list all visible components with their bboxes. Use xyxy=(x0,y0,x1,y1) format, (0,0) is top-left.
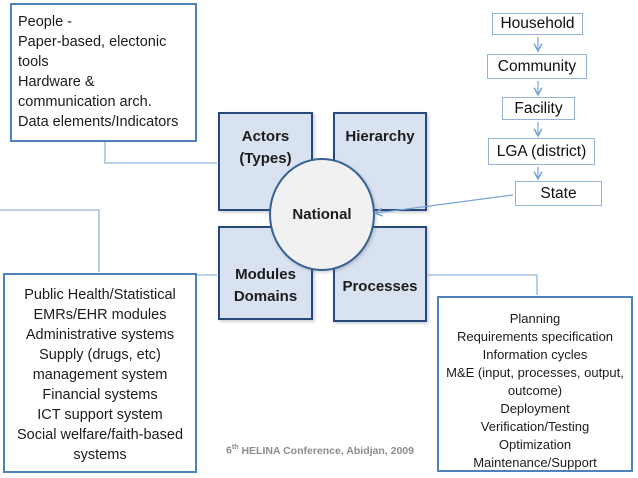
hierarchy-label-state: State xyxy=(540,184,577,202)
modules-list-line: Social welfare/faith-based xyxy=(16,427,184,443)
people-tools-box: People - Paper-based, electonic tools Ha… xyxy=(10,3,197,142)
quadrant-hierarchy-label: Hierarchy xyxy=(345,128,415,145)
modules-list-line: systems xyxy=(73,447,127,463)
modules-list-line: Administrative systems xyxy=(25,327,175,343)
connector-processes-to-processes-list xyxy=(428,274,538,295)
national-label: National xyxy=(292,206,352,223)
hierarchy-box-lga-district: LGA (district) xyxy=(488,138,595,165)
hierarchy-box-household: Household xyxy=(492,13,583,35)
hierarchy-box-state: State xyxy=(515,181,602,206)
national-circle: National xyxy=(269,158,375,271)
connector-edge-to-modules-list xyxy=(0,209,100,272)
quadrant-modules-label-line2: Domains xyxy=(233,288,298,305)
modules-list-box: Public Health/Statistical EMRs/EHR modul… xyxy=(3,273,197,473)
people-box-line: Paper-based, electonic xyxy=(18,34,167,50)
modules-list-line: Supply (drugs, etc) xyxy=(39,347,161,363)
processes-list-box: Planning Requirements specification Info… xyxy=(437,296,633,472)
modules-list-line: Public Health/Statistical xyxy=(24,287,176,303)
connector-people-to-actors xyxy=(104,142,217,164)
modules-list-line: ICT support system xyxy=(37,407,163,423)
quadrant-modules-label-line1: Modules xyxy=(235,266,296,283)
modules-list-line: Financial systems xyxy=(42,387,158,403)
processes-list-line: Maintenance/Support xyxy=(473,455,597,470)
hierarchy-label-community: Community xyxy=(497,57,577,75)
quadrant-modules-domains: Modules Domains xyxy=(218,226,313,320)
processes-list-line: Optimization xyxy=(498,437,572,452)
hierarchy-label-facility: Facility xyxy=(514,99,563,117)
processes-list-line: outcome) xyxy=(507,383,563,398)
people-box-line: tools xyxy=(18,54,49,70)
quadrant-actors-types: Actors (Types) xyxy=(218,112,313,211)
hierarchy-box-community: Community xyxy=(487,54,587,79)
hierarchy-box-facility: Facility xyxy=(502,97,575,120)
modules-list-line: management system xyxy=(32,367,168,383)
processes-list-line: M&E (input, processes, output, xyxy=(446,365,624,380)
footer-superscript: th xyxy=(231,444,239,451)
quadrant-actors-label-line1: Actors xyxy=(241,128,290,145)
processes-list-line: Deployment xyxy=(500,401,570,416)
processes-list-line: Requirements specification xyxy=(456,329,614,344)
people-box-line: communication arch. xyxy=(18,94,152,110)
people-box-line: People - xyxy=(18,14,73,30)
quadrant-processes-label: Processes xyxy=(342,278,418,295)
processes-list-line: Planning xyxy=(509,311,561,326)
footer-number: 6 xyxy=(226,444,232,457)
modules-list-line: EMRs/EHR modules xyxy=(33,307,167,323)
hierarchy-label-household: Household xyxy=(500,15,575,32)
people-box-line: Data elements/Indicators xyxy=(18,114,179,130)
quadrant-actors-label-line2: (Types) xyxy=(239,150,292,167)
hierarchy-label-lga-district: LGA (district) xyxy=(496,142,587,160)
people-box-line: Hardware & xyxy=(18,74,95,90)
processes-list-line: Information cycles xyxy=(482,347,588,362)
footer-text: HELINA Conference, Abidjan, 2009 xyxy=(241,444,414,457)
processes-list-line: Verification/Testing xyxy=(480,419,590,434)
